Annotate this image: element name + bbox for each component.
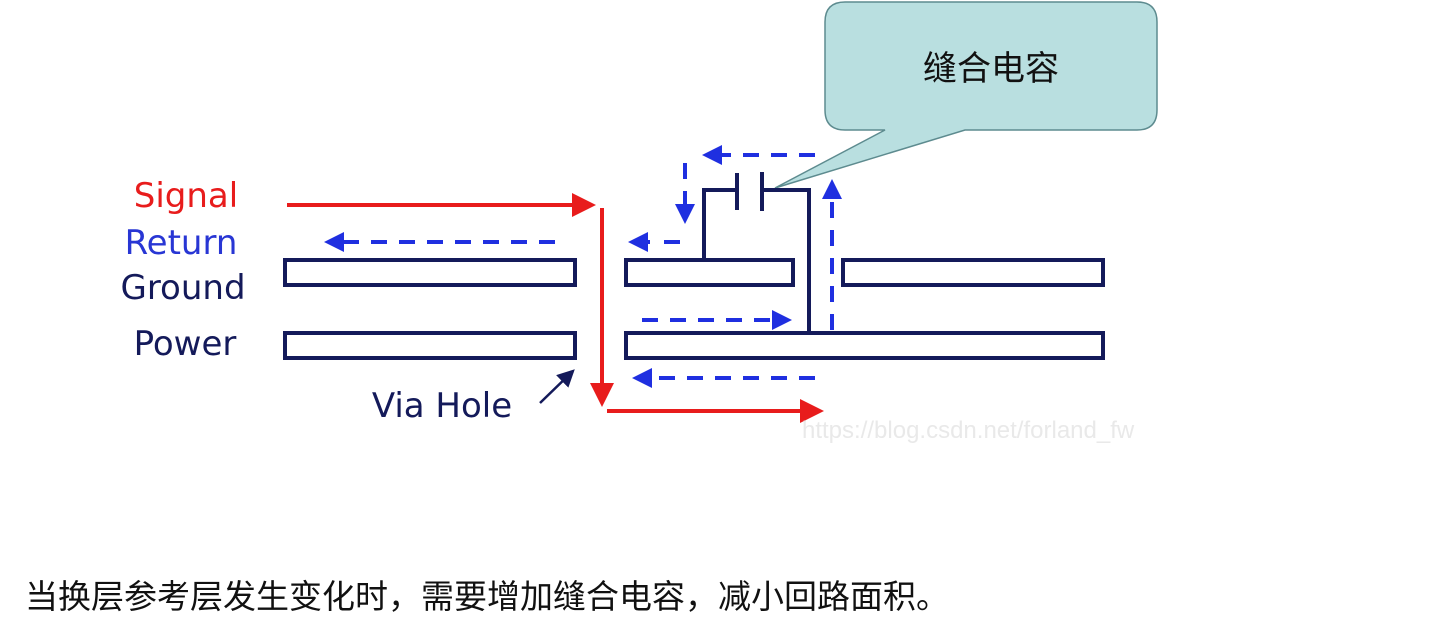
callout-text: 缝合电容 (923, 49, 1059, 89)
stitching-capacitor-symbol (702, 172, 811, 333)
callout-bubble: 缝合电容 (774, 1, 1158, 189)
power-label: Power (134, 324, 237, 364)
caption-text: 当换层参考层发生变化时，需要增加缝合电容，减小回路面积。 (25, 577, 949, 616)
ground-plane-middle (624, 258, 795, 287)
via-hole-label: Via Hole (372, 386, 512, 426)
ground-plane-right (841, 258, 1105, 287)
return-label: Return (125, 223, 238, 263)
planes (283, 258, 1105, 360)
ground-plane-left (283, 258, 577, 287)
power-plane-left (283, 331, 577, 360)
via-hole-pointer-arrow (539, 369, 575, 404)
power-plane-right (624, 331, 1105, 360)
ground-label: Ground (120, 268, 245, 308)
return-path (324, 145, 842, 388)
signal-path (287, 193, 824, 423)
signal-label: Signal (134, 176, 238, 216)
watermark: https://blog.csdn.net/forland_fw (802, 417, 1135, 444)
